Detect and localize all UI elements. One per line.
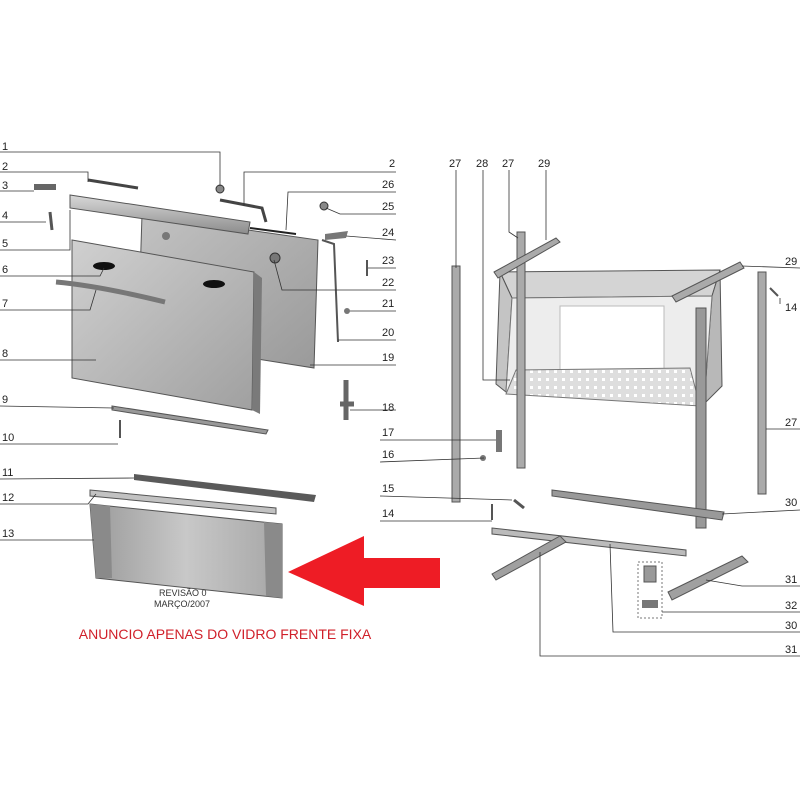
hinge-clip-3 (34, 184, 56, 190)
callout-label: 24 (382, 227, 394, 239)
labels-middle: 2 26 25 24 23 22 21 20 19 18 17 16 15 14 (382, 158, 395, 520)
rod-20 (321, 239, 339, 343)
callout-label: 5 (2, 238, 8, 250)
red-arrow-icon (288, 536, 440, 606)
callout-label: 28 (476, 158, 488, 170)
door-badge-left (93, 262, 115, 270)
knob-25 (319, 201, 329, 211)
callout-label: 4 (2, 210, 8, 222)
callout-label: 31 (785, 574, 797, 586)
door-handle (55, 279, 166, 305)
screw-14-right (769, 287, 779, 297)
rail-30-front (491, 527, 687, 557)
knob-1 (215, 184, 225, 194)
callout-label: 26 (382, 179, 394, 191)
slide-31-left (491, 535, 567, 581)
callout-label: 10 (2, 432, 14, 444)
glass-side-left (90, 504, 112, 578)
callout-label: 14 (785, 302, 797, 314)
callout-label: 18 (382, 402, 394, 414)
callout-label: 27 (502, 158, 514, 170)
notice-text: ANUNCIO APENAS DO VIDRO FRENTE FIXA (78, 626, 372, 642)
callout-label: 29 (785, 256, 797, 268)
callout-label: 21 (382, 298, 394, 310)
callout-label: 1 (2, 141, 8, 153)
rail-27-right (757, 271, 767, 495)
door-top-trim (69, 194, 251, 235)
callout-label: 22 (382, 277, 394, 289)
callout-label: 20 (382, 327, 394, 339)
callout-label: 19 (382, 352, 394, 364)
hinge-18 (340, 380, 354, 420)
screw-4 (48, 211, 54, 231)
callout-label: 6 (2, 264, 8, 276)
callout-label: 17 (382, 427, 394, 439)
bracket-17 (496, 430, 502, 452)
cabinet-assembly (451, 231, 779, 619)
rail-front-right (695, 307, 707, 529)
revision-line-2: MARÇO/2007 (154, 599, 210, 609)
rail-29-left (493, 237, 561, 279)
callout-label: 31 (785, 644, 797, 656)
rail-27-left (451, 265, 461, 503)
glass-side-right (264, 522, 282, 598)
door-assembly (34, 178, 368, 599)
callout-label: 23 (382, 255, 394, 267)
trim-12 (89, 489, 277, 515)
slide-31-right (667, 555, 749, 601)
callout-label: 2 (389, 158, 395, 170)
callout-label: 12 (2, 492, 14, 504)
connector-32 (643, 565, 657, 583)
callout-label: 2 (2, 161, 8, 173)
gasket-strip (249, 227, 297, 235)
callout-label: 8 (2, 348, 8, 360)
cabinet-window (559, 305, 665, 373)
revision-line-1: REVISÃO 0 (159, 588, 207, 598)
labels-right: 29 14 27 30 31 32 30 31 (785, 256, 797, 656)
callout-label: 3 (2, 180, 8, 192)
knob-inner (162, 232, 170, 240)
mid-rod (219, 198, 268, 223)
pin-21 (344, 308, 350, 314)
fixed-front-glass (89, 503, 283, 599)
labels-top: 27 28 27 29 (449, 158, 550, 170)
callout-label: 13 (2, 528, 14, 540)
rail-27-center (516, 231, 526, 469)
rail-30-back (551, 489, 725, 521)
callout-label: 15 (382, 483, 394, 495)
connector-kit-box (637, 561, 663, 619)
callout-label: 27 (449, 158, 461, 170)
cabinet-floor (505, 367, 701, 407)
callout-label: 14 (382, 508, 394, 520)
callout-label: 11 (2, 467, 13, 479)
callout-label: 7 (2, 298, 8, 310)
top-rod (87, 178, 139, 190)
callout-label: 30 (785, 620, 797, 632)
callout-label: 16 (382, 449, 394, 461)
callout-label: 32 (785, 600, 797, 612)
seal-11 (134, 474, 316, 502)
leader-lines (0, 151, 800, 657)
bracket-24 (325, 231, 348, 240)
front-door-panel-edge (252, 272, 262, 414)
callout-label: 27 (785, 417, 797, 429)
callout-label: 29 (538, 158, 550, 170)
callout-label: 9 (2, 394, 8, 406)
labels-left: 1 2 3 4 5 6 7 8 9 10 11 12 13 (2, 141, 14, 540)
connector-base (642, 600, 658, 608)
rail-29-right (671, 261, 745, 303)
knob-22 (269, 252, 281, 264)
door-badge-right (203, 280, 225, 288)
spring-15 (513, 498, 525, 510)
callout-label: 25 (382, 201, 394, 213)
callout-label: 30 (785, 497, 797, 509)
bottom-strip-9 (111, 405, 269, 435)
